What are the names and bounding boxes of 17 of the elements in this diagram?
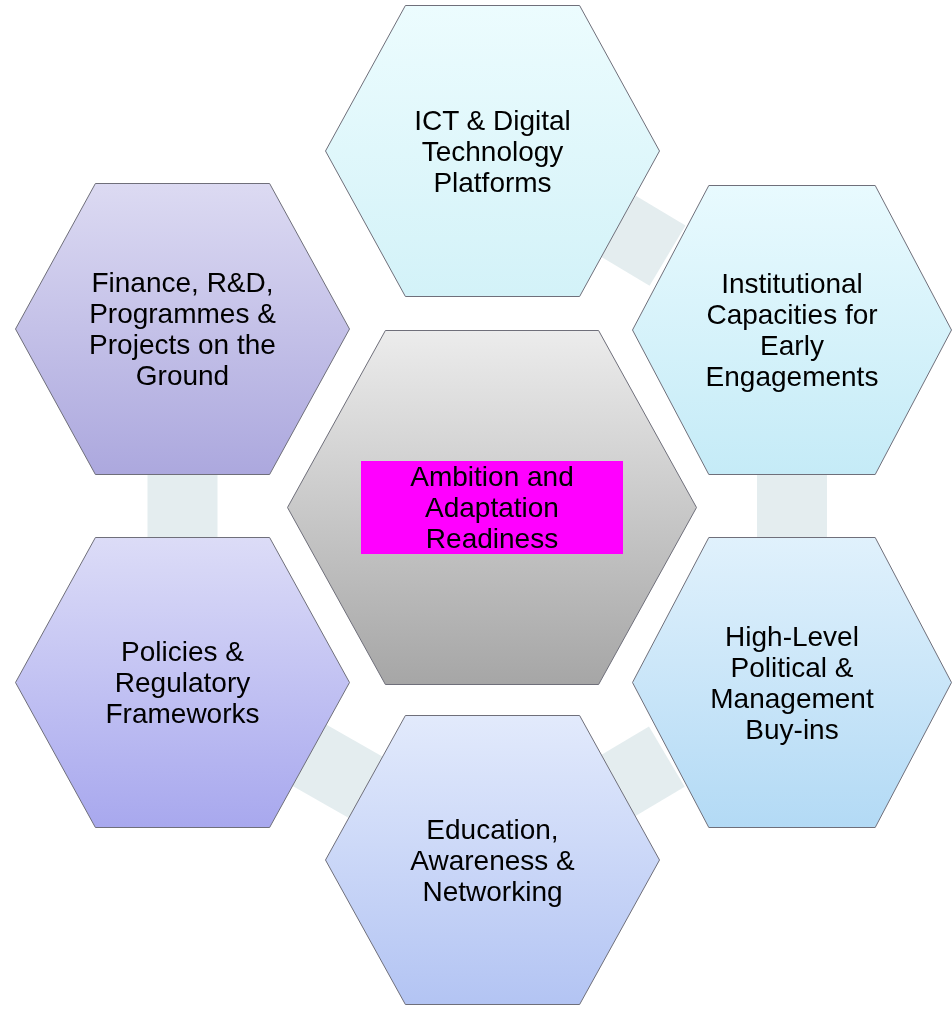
node-label: High-Level Political & Management Buy-ins (709, 620, 875, 745)
node-label: ICT & Digital Technology Platforms (413, 104, 572, 198)
node-label: Institutional Capacities for Early Engagements (704, 268, 880, 392)
node-label: Ambition and Adaptation Readiness (360, 461, 624, 554)
hexagon-node (325, 715, 660, 1005)
connector-band (757, 475, 827, 537)
node-label: Policies & Regulatory Frameworks (104, 636, 261, 729)
connector-band (599, 195, 686, 286)
hexagon-node (287, 330, 697, 685)
connector-band (147, 475, 218, 537)
hexagon-node (15, 537, 350, 828)
hexagon-node (15, 183, 350, 475)
hexagon-node (632, 537, 952, 828)
hexagon-node (632, 185, 952, 475)
node-label: Finance, R&D, Programmes & Projects on the Ground (88, 267, 277, 391)
node-label: Education, Awareness & Networking (409, 813, 576, 907)
hexagon-node (325, 5, 660, 297)
